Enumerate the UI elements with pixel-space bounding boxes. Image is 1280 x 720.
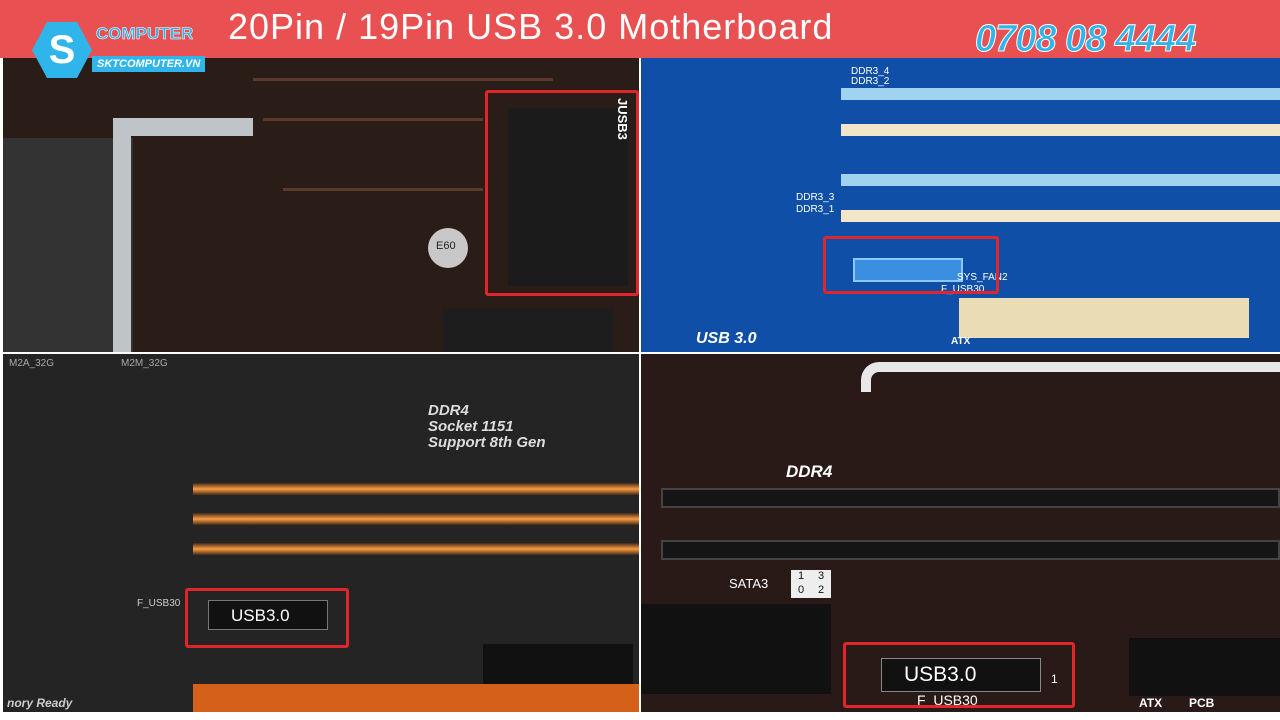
wire: [861, 362, 1280, 392]
ram-slot: [841, 210, 1280, 222]
atx-connector: [959, 298, 1249, 338]
ram-slot: [841, 88, 1280, 100]
ram-slot: [661, 540, 1280, 560]
highlight-box: [843, 642, 1075, 708]
highlight-box: [485, 90, 639, 296]
ram-slot: [841, 124, 1280, 136]
usb3-header-connector: USB3.0: [208, 600, 328, 630]
title-banner: [0, 0, 1280, 58]
pcie-slot: [193, 684, 639, 712]
highlight-box: [185, 588, 349, 648]
chip: [443, 308, 613, 352]
sata-ports: [641, 604, 831, 694]
capacitor: E60: [428, 228, 468, 268]
shroud: [113, 118, 253, 352]
logo: S COMPUTER SKTCOMPUTER.VN: [32, 22, 222, 80]
ram-slot: [193, 542, 639, 556]
atx-connector: [1129, 638, 1280, 696]
ram-slot: [841, 174, 1280, 186]
power-connector: [483, 644, 633, 684]
logo-icon: S: [32, 22, 92, 78]
heatsink: [3, 138, 133, 352]
usb3-header-connector: USB3.0: [881, 658, 1041, 692]
ram-slot: [193, 482, 639, 496]
photo-bottom-left: M2A_32G M2M_32G DDR4 Socket 1151 Support…: [3, 354, 639, 712]
phone-number[interactable]: 0708 08 4444: [974, 18, 1196, 61]
photo-top-left: E60 JUSB3: [3, 58, 639, 352]
usb3-header-connector: [508, 108, 628, 286]
ram-slot: [661, 488, 1280, 508]
page-title: 20Pin / 19Pin USB 3.0 Motherboard: [228, 6, 834, 47]
usb3-header-connector: [853, 258, 963, 282]
highlight-box: [823, 236, 999, 294]
ram-slot: [193, 512, 639, 526]
photo-top-right: DDR3_4 DDR3_2 DDR3_3 DDR3_1 SYS_FAN2 F_U…: [641, 58, 1280, 352]
